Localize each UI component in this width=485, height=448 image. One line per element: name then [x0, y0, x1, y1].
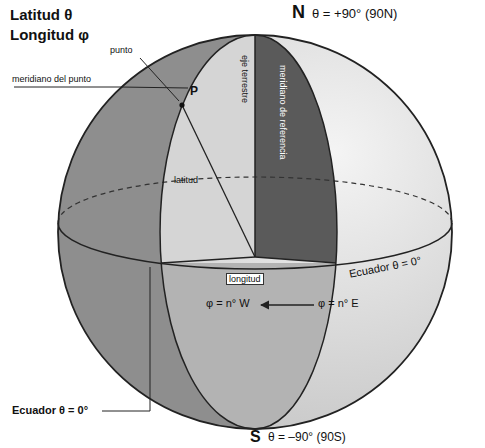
point-meridian [160, 35, 255, 429]
pole-letter: N [292, 2, 305, 23]
meridiano-leader [14, 87, 188, 88]
meridian-label: meridiano de referencia [278, 65, 288, 160]
earth-axis [254, 35, 256, 257]
globe-outline [58, 35, 452, 429]
point-dot [179, 102, 184, 107]
legend-heading: Latitud θ [10, 6, 72, 23]
longitude-value: φ = n° W [206, 297, 250, 310]
equator-radius [161, 257, 255, 263]
reference-meridian [255, 35, 337, 429]
longitude-label: longitud [226, 273, 264, 285]
point-label: punto [110, 45, 133, 55]
reference-radius [255, 257, 336, 263]
pole-value: θ = –90° (90S) [268, 431, 346, 445]
legend-heading: Longitud φ [10, 26, 89, 43]
latitude-label: latitud [174, 175, 198, 185]
longitude-arrow [261, 304, 314, 305]
axis-label: eje terrestre [240, 55, 250, 103]
point-letter: P [190, 85, 198, 99]
ecuador-leader [102, 267, 150, 411]
equator-label: Ecuador θ = 0° [12, 404, 88, 417]
equator-label: Ecuador θ = 0° [348, 254, 422, 280]
globe-sphere [58, 35, 452, 429]
reference-meridian-plane [255, 35, 337, 263]
longitude-value: φ = n° E [318, 297, 359, 310]
point-meridian-plane [160, 35, 255, 263]
punto-leader [140, 58, 179, 101]
pole-value: θ = +90° (90N) [312, 7, 397, 22]
meridian-label: meridiano del punto [12, 74, 91, 84]
pole-letter: S [250, 428, 261, 446]
southern-front [161, 263, 336, 429]
